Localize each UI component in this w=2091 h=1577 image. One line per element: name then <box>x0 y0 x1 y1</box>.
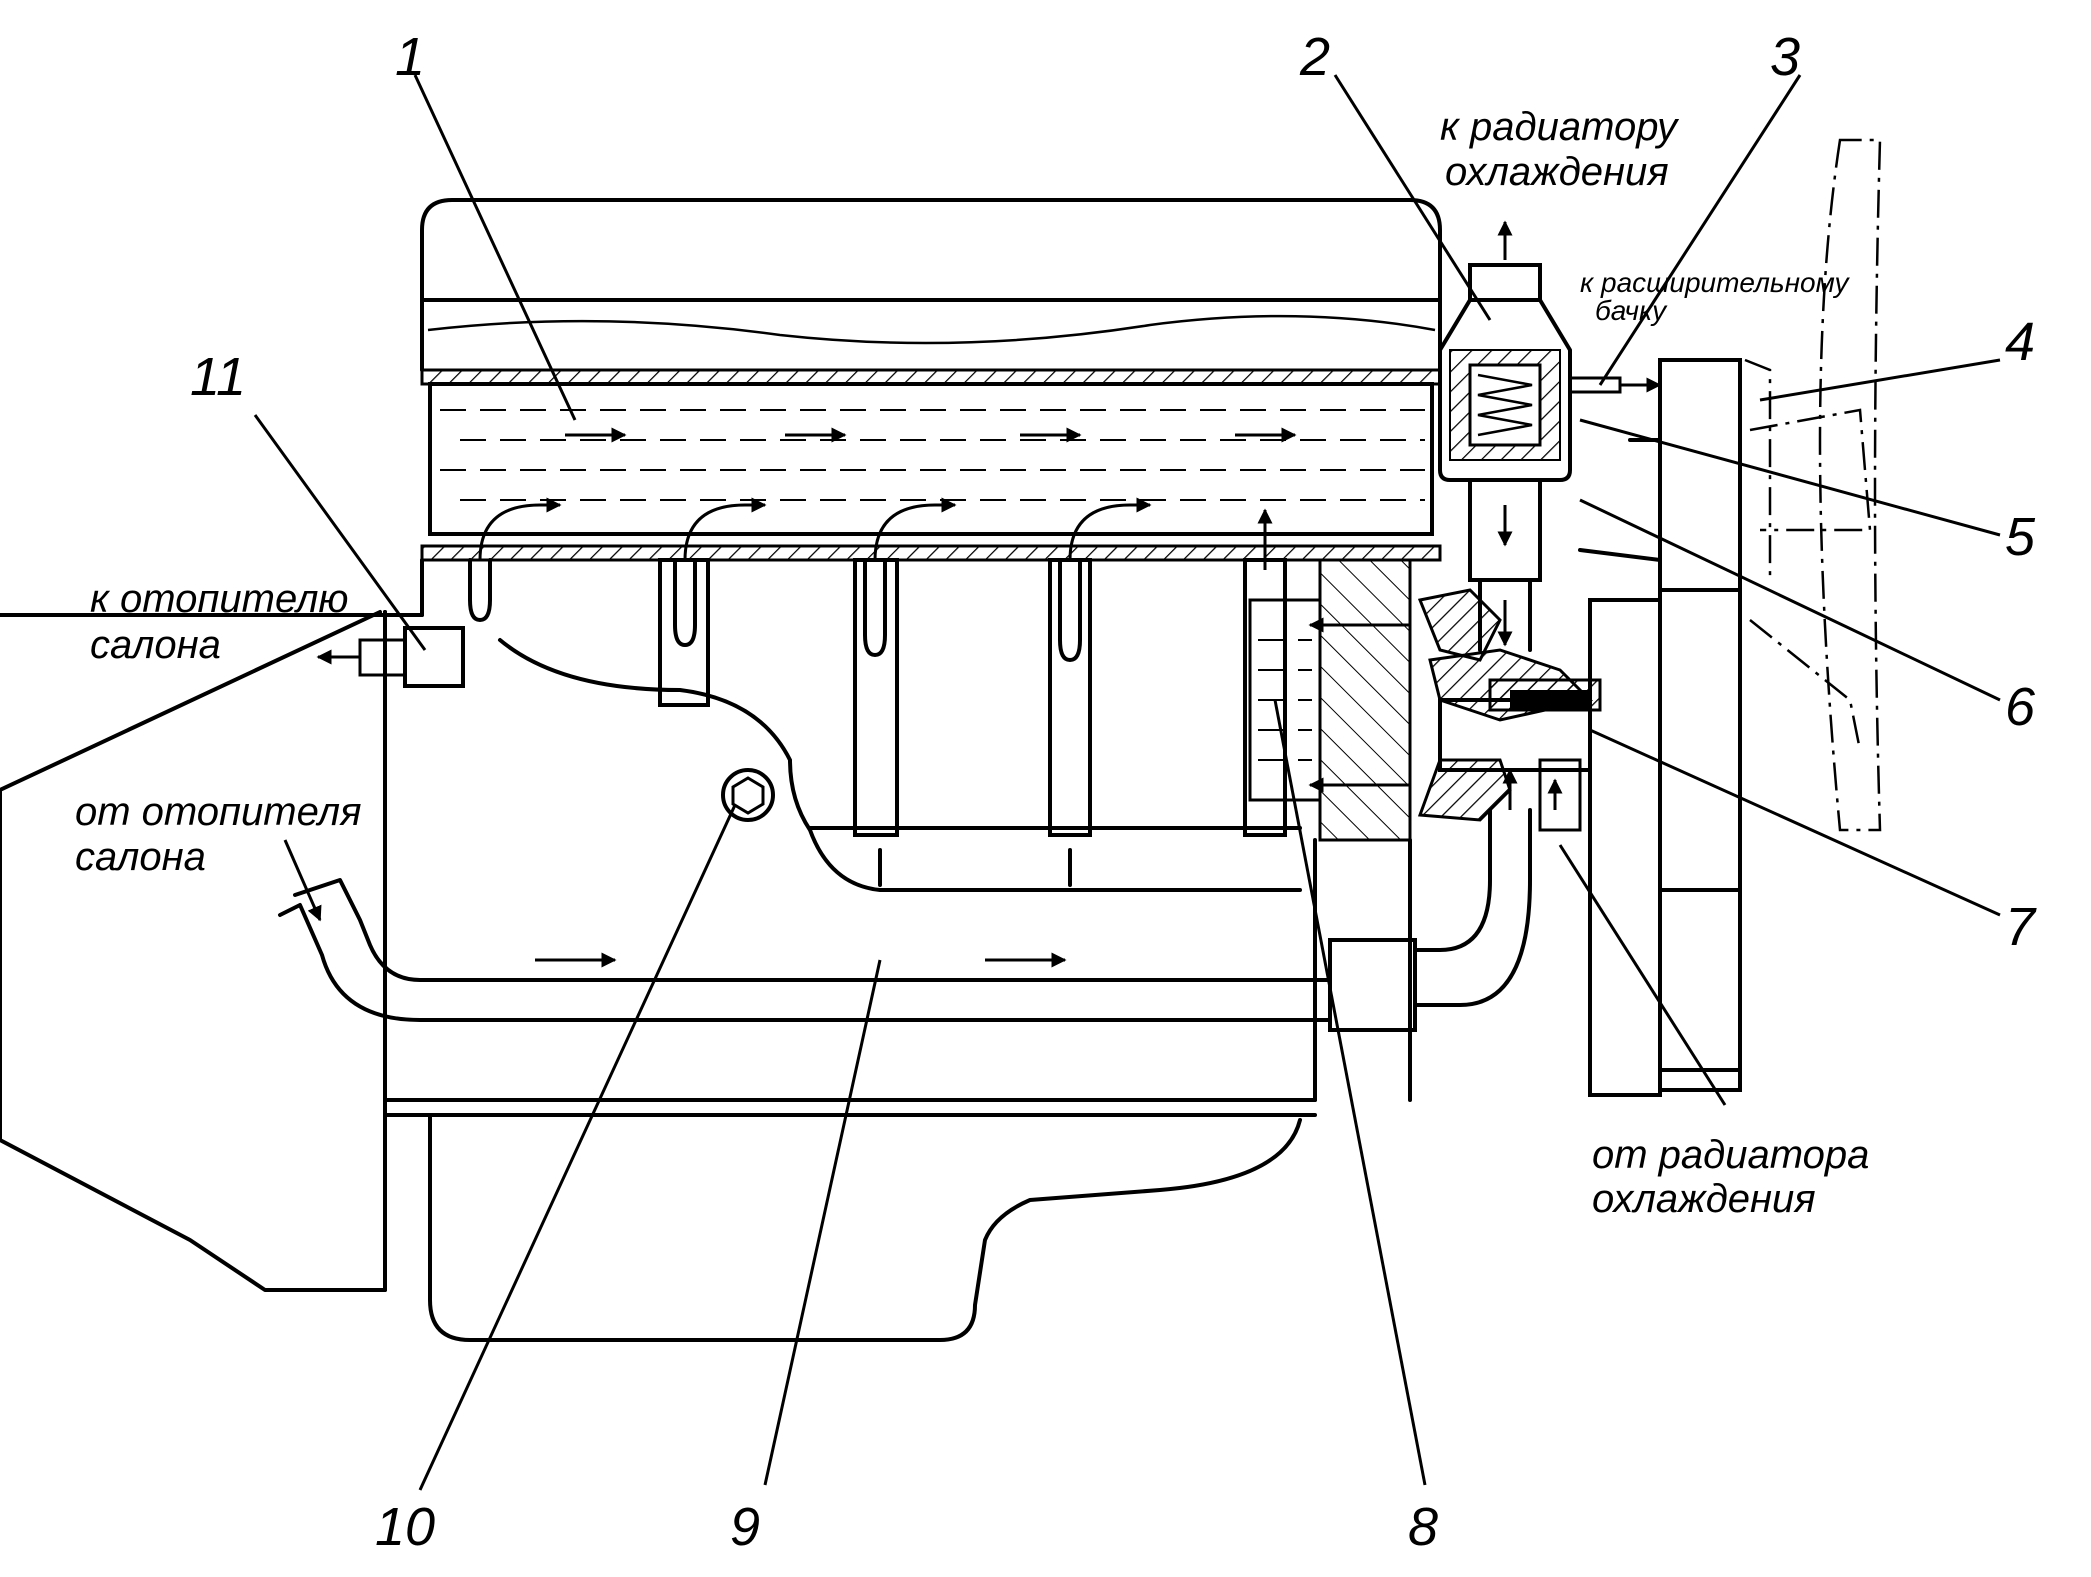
caption-to-tank-2: бачку <box>1595 295 1668 326</box>
caption-to-heater-2: салона <box>90 623 221 667</box>
jacket-passages <box>468 558 1082 662</box>
caption-to-radiator-1: к радиатору <box>1440 105 1680 149</box>
coolant-level-lines <box>440 409 1425 501</box>
callout-4: 4 <box>2005 312 2035 372</box>
leader-lines <box>253 74 2001 1491</box>
callout-3: 3 <box>1770 27 1800 87</box>
callout-8: 8 <box>1408 1497 1438 1557</box>
flow-arrows-up <box>478 497 1273 570</box>
callout-10: 10 <box>375 1497 435 1557</box>
block-jacket-lines <box>1258 639 1312 761</box>
caption-to-tank-1: к расширительному <box>1580 267 1850 298</box>
drain-plug <box>721 768 775 822</box>
callout-9: 9 <box>730 1497 760 1557</box>
engine-mount <box>0 610 387 1292</box>
oil-pan <box>383 1098 1317 1342</box>
heater-return-pipe <box>278 808 1532 1032</box>
cylinder-head-cover <box>420 198 1442 372</box>
caption-from-radiator-2: охлаждения <box>1592 1177 1816 1221</box>
callout-1: 1 <box>395 27 425 87</box>
heater-outlet-fitting <box>316 626 465 688</box>
callout-11: 11 <box>190 347 246 407</box>
captions: к радиатору охлаждения к расширительному… <box>75 105 1869 1221</box>
caption-from-heater-2: салона <box>75 835 206 879</box>
callout-5: 5 <box>2005 507 2036 567</box>
callout-7: 7 <box>2005 897 2037 957</box>
callout-2: 2 <box>1299 27 1330 87</box>
callout-6: 6 <box>2005 677 2036 737</box>
pulleys-and-fan <box>1578 138 1882 1097</box>
thermostat <box>1438 220 1662 652</box>
caption-from-radiator-1: от радиатора <box>1592 1133 1869 1177</box>
cylinder-block <box>0 497 1412 1102</box>
head-water-jacket <box>420 368 1442 562</box>
caption-to-radiator-2: охлаждения <box>1445 150 1669 194</box>
caption-to-heater-1: к отопителю <box>90 577 349 621</box>
caption-from-heater-1: от отопителя <box>75 790 361 834</box>
callout-numbers: 1 2 3 4 5 6 7 8 9 10 11 <box>190 27 2037 1557</box>
